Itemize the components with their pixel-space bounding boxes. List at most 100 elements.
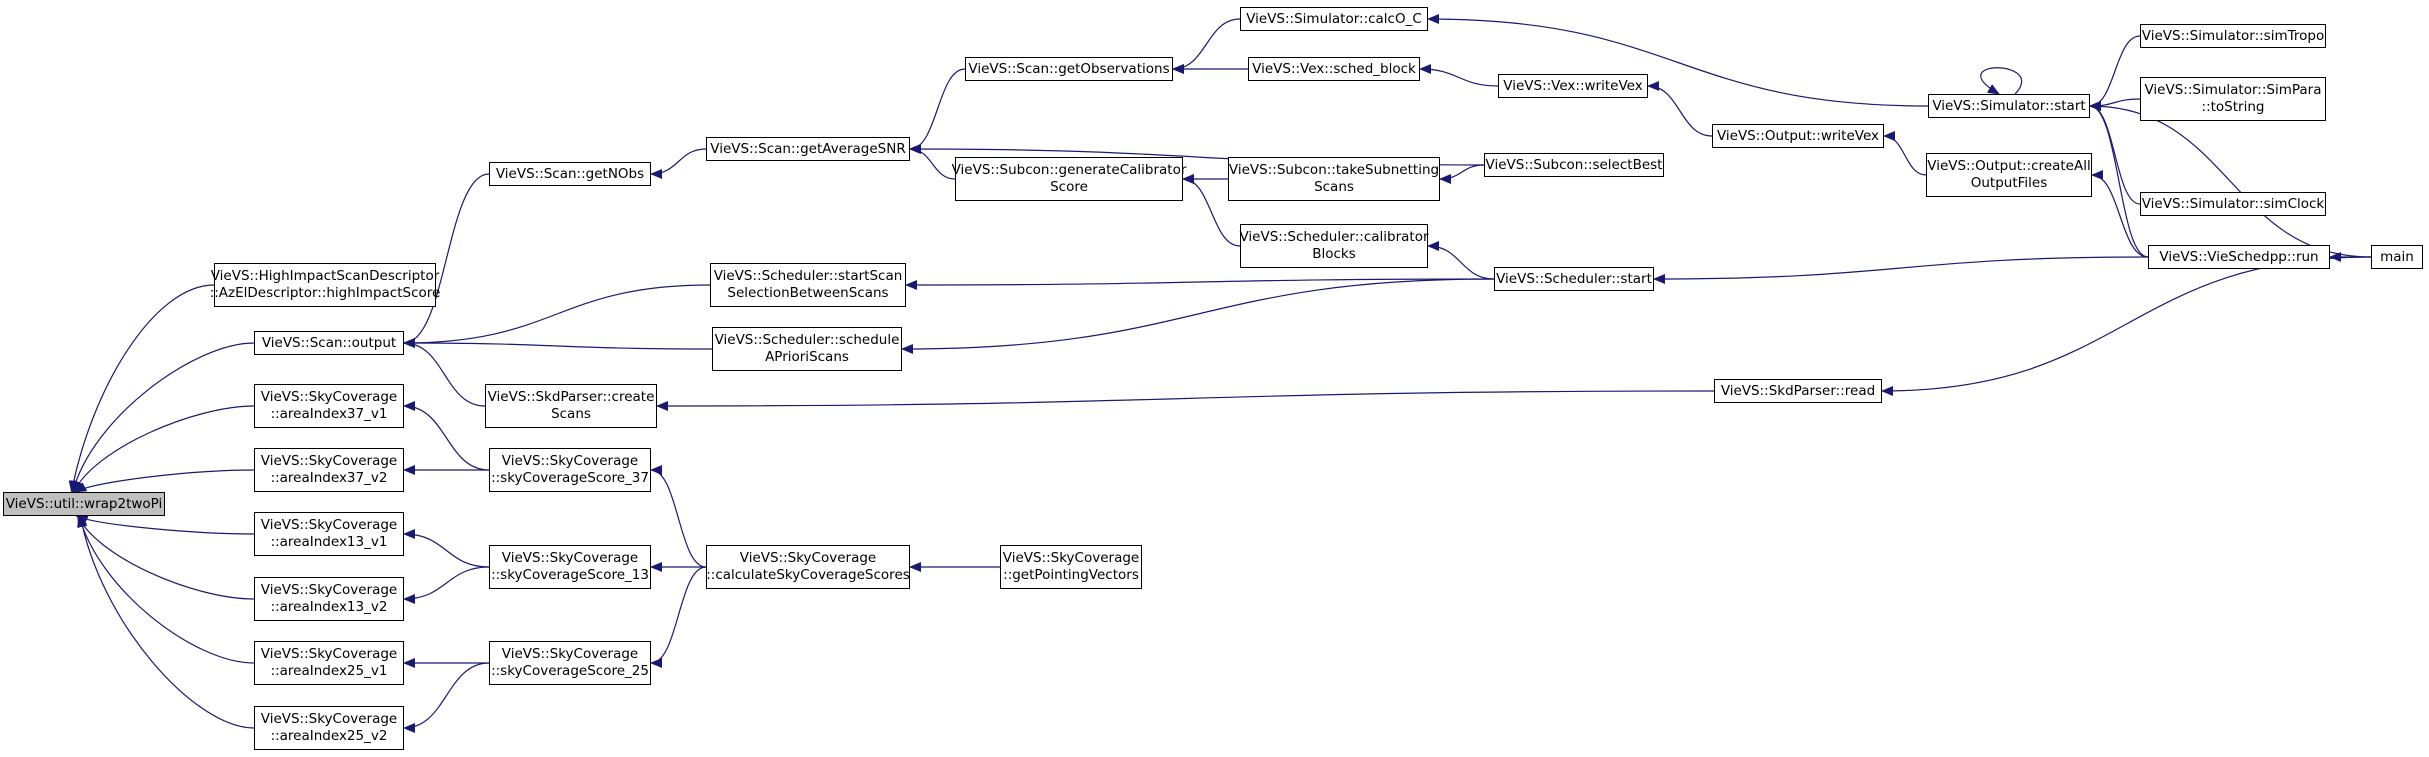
edge-getAverageSNR-to-getNObs [650,148,707,179]
node-scanOutput[interactable]: VieVS::Scan::output [254,331,404,355]
node-simulatorStart[interactable]: VieVS::Simulator::start [1928,94,2090,118]
node-label: VieVS::SkyCoverage [260,453,398,469]
node-label: VieVS::Scheduler::schedule [714,332,900,348]
edge-vieSchedppRun-to-createAllOutputFiles [2091,170,2149,258]
node-label: Score [1050,179,1088,195]
node-label: ::skyCoverageScore_13 [491,567,649,583]
node-calcO_C[interactable]: VieVS::Simulator::calcO_C [1240,7,1428,31]
node-label: VieVS::Scheduler::startScan [713,268,903,284]
node-simClock[interactable]: VieVS::Simulator::simClock [2140,192,2326,216]
edge-simParaToString-to-simulatorStart [2089,98,2141,111]
edge-areaIndex13_v2-to-wrap2twoPi [77,515,255,600]
node-label: main [2380,248,2414,265]
edge-main-to-skdRead [1881,256,2372,396]
node-sched_block[interactable]: VieVS::Vex::sched_block [1248,57,1420,81]
edge-skdCreateScans-to-scanOutput [403,338,486,407]
node-areaIndex13_v2[interactable]: VieVS::SkyCoverage::areaIndex13_v2 [254,577,404,621]
node-simTropo[interactable]: VieVS::Simulator::simTropo [2140,24,2326,48]
node-skyCoverageScore_13[interactable]: VieVS::SkyCoverage::skyCoverageScore_13 [489,545,651,589]
edge-createAllOutputFiles-to-outputWriteVex [1883,131,1927,176]
edge-skyCoverageScore_37-to-areaIndex37_v1 [403,401,490,471]
node-calculateSkyCoverageScores[interactable]: VieVS::SkyCoverage::calculateSkyCoverage… [706,545,910,589]
node-label: VieVS::SkyCoverage [260,582,398,598]
node-areaIndex25_v1[interactable]: VieVS::SkyCoverage::areaIndex25_v1 [254,641,404,685]
node-areaIndex13_v1[interactable]: VieVS::SkyCoverage::areaIndex13_v1 [254,512,404,556]
edge-calibratorBlocks-to-generateCalibratorScore [1182,174,1241,247]
edge-calculateSkyCoverageScores-to-skyCoverageScore_37 [650,465,707,568]
edge-vieSchedppRun-to-simulatorStart [2089,101,2149,258]
edge-areaIndex37_v1-to-wrap2twoPi [73,405,255,493]
edge-getNObs-to-scanOutput [403,173,490,348]
edge-schedulerStart-to-scheduleAPriori [901,278,1495,354]
edge-writeVexVex-to-sched_block [1419,64,1499,87]
node-label: ::areaIndex13_v1 [270,534,388,550]
node-label: ::getPointingVectors [1003,567,1139,583]
edge-schedulerStart-to-startScanSelection [905,278,1495,290]
edge-startScanSelection-to-scanOutput [403,284,711,348]
node-label: VieVS::SkdParser::read [1720,382,1876,399]
edge-calcO_C-to-getObservations [1172,18,1241,74]
node-label: Scans [1314,179,1354,195]
edge-areaIndex37_v2-to-wrap2twoPi [74,469,255,493]
node-label: ::skyCoverageScore_25 [491,663,649,679]
node-label: SelectionBetweenScans [727,285,889,301]
edge-skdRead-to-skdCreateScans [656,390,1715,411]
node-label: VieVS::Simulator::simClock [2141,195,2325,212]
node-label: VieVS::Scan::getNObs [495,165,645,182]
node-writeVexVex[interactable]: VieVS::Vex::writeVex [1498,74,1648,98]
node-simParaToString[interactable]: VieVS::Simulator::SimPara::toString [2140,77,2326,121]
node-label: VieVS::Scan::getAverageSNR [710,140,906,157]
node-label: VieVS::Scheduler::calibrator [1239,229,1429,245]
node-label: ::areaIndex13_v2 [270,599,388,615]
node-main[interactable]: main [2371,245,2423,269]
node-schedulerStart[interactable]: VieVS::Scheduler::start [1494,267,1654,291]
edge-getObservations-to-getAverageSNR [909,68,966,154]
node-label: ::areaIndex37_v1 [270,406,388,422]
edge-schedulerStart-to-calibratorBlocks [1427,241,1495,280]
node-label: VieVS::SkyCoverage [501,453,639,469]
node-selectBest[interactable]: VieVS::Subcon::selectBest [1484,153,1664,177]
node-vieSchedppRun[interactable]: VieVS::VieSchedpp::run [2148,245,2330,269]
node-label: ::areaIndex25_v1 [270,663,388,679]
node-label: VieVS::SkyCoverage [260,711,398,727]
node-label: VieVS::SkyCoverage [739,550,877,566]
node-outputWriteVex[interactable]: VieVS::Output::writeVex [1712,124,1884,148]
node-label: VieVS::Simulator::start [1932,97,2086,114]
node-label: APrioriScans [765,349,849,365]
node-label: VieVS::Vex::sched_block [1252,60,1416,77]
node-getNObs[interactable]: VieVS::Scan::getNObs [489,162,651,186]
edge-areaIndex25_v1-to-wrap2twoPi [77,515,255,664]
node-getPointingVectors[interactable]: VieVS::SkyCoverage::getPointingVectors [1000,545,1142,589]
node-label: VieVS::SkyCoverage [1002,550,1140,566]
edge-selectBest-to-takeSubnettingScans [1439,164,1485,184]
node-getObservations[interactable]: VieVS::Scan::getObservations [965,57,1173,81]
node-skdRead[interactable]: VieVS::SkdParser::read [1714,379,1882,403]
node-label: VieVS::Simulator::SimPara [2144,82,2322,98]
node-highImpactScore[interactable]: VieVS::HighImpactScanDescriptor::AzElDes… [210,263,440,307]
node-wrap2twoPi[interactable]: VieVS::util::wrap2twoPi [3,492,165,516]
node-areaIndex25_v2[interactable]: VieVS::SkyCoverage::areaIndex25_v2 [254,706,404,750]
node-label: VieVS::Subcon::takeSubnetting [1228,162,1440,178]
node-label: VieVS::Subcon::selectBest [1485,156,1663,173]
node-label: ::calculateSkyCoverageScores [706,567,910,583]
node-areaIndex37_v2[interactable]: VieVS::SkyCoverage::areaIndex37_v2 [254,448,404,492]
node-label: VieVS::Simulator::calcO_C [1246,10,1422,27]
edge-vieSchedppRun-to-schedulerStart [1653,256,2149,284]
node-label: VieVS::HighImpactScanDescriptor [210,268,440,284]
node-getAverageSNR[interactable]: VieVS::Scan::getAverageSNR [706,137,910,161]
node-skyCoverageScore_37[interactable]: VieVS::SkyCoverage::skyCoverageScore_37 [489,448,651,492]
edge-areaIndex25_v2-to-wrap2twoPi [77,515,255,729]
node-label: VieVS::Subcon::generateCalibrator [951,162,1187,178]
node-label: VieVS::Simulator::simTropo [2141,27,2325,44]
node-skyCoverageScore_25[interactable]: VieVS::SkyCoverage::skyCoverageScore_25 [489,641,651,685]
node-areaIndex37_v1[interactable]: VieVS::SkyCoverage::areaIndex37_v1 [254,384,404,428]
